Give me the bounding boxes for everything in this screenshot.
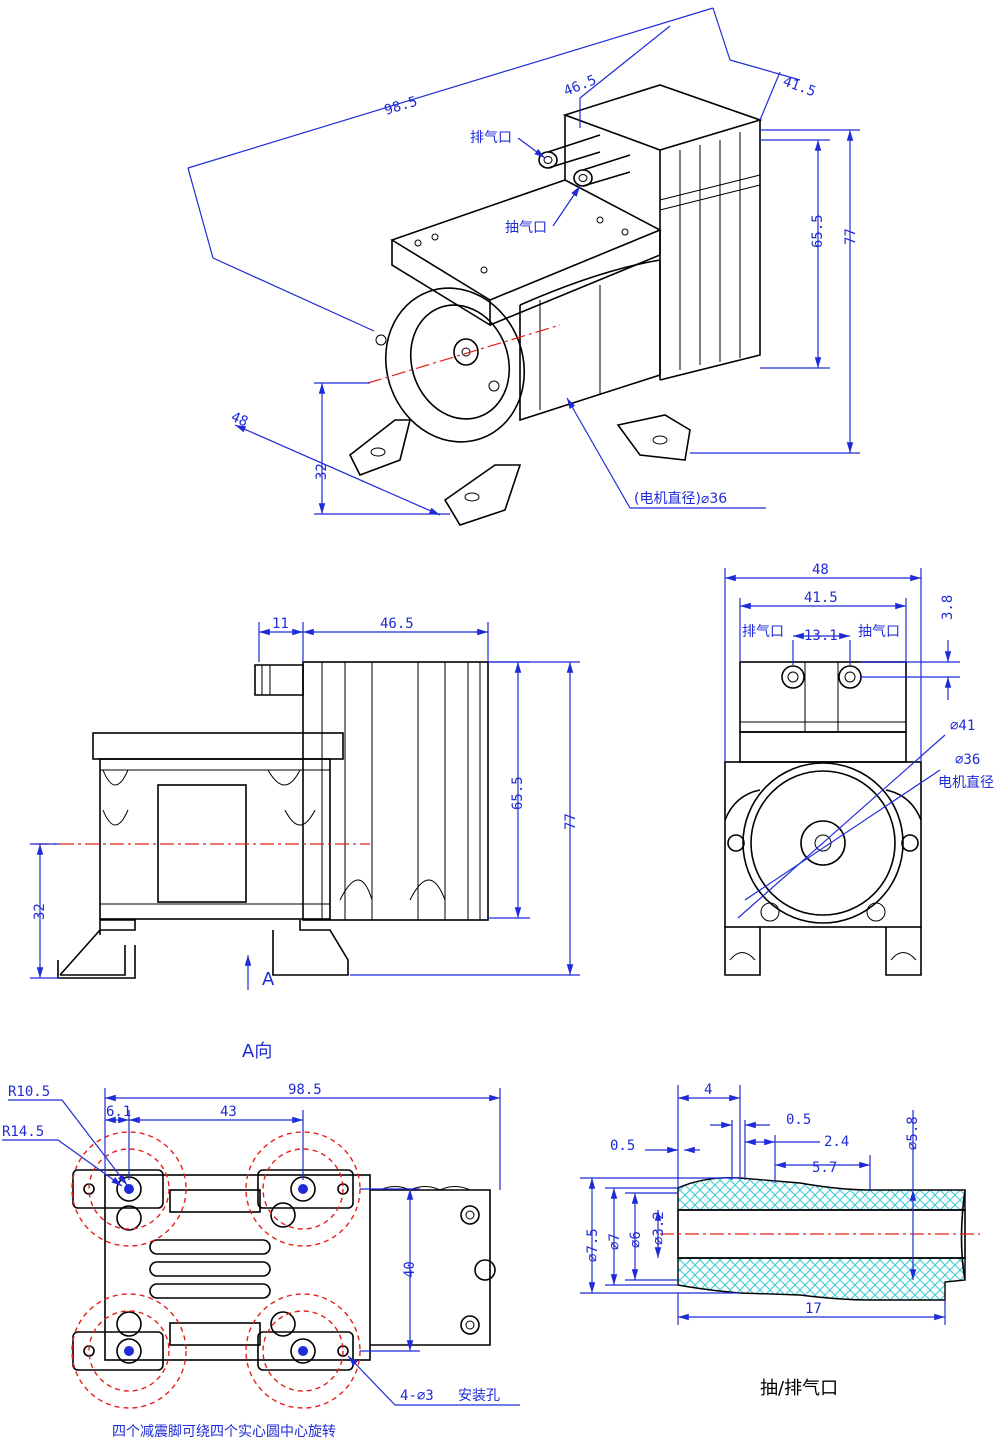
side-view-caption: A向 — [242, 1041, 272, 1062]
bottom-hole-callout-suffix: 安装孔 — [458, 1388, 500, 1404]
bottom-view — [71, 1131, 496, 1409]
end-dim-port-spacing: 13.1 — [804, 628, 838, 644]
port-dim-4: 4 — [704, 1082, 712, 1098]
bottom-dim-total: 98.5 — [288, 1082, 322, 1098]
foot-top-left — [71, 1131, 187, 1247]
end-motor-label: 电机直径 — [938, 774, 994, 791]
iso-dim-width-base: 48 — [228, 409, 250, 430]
iso-dim-width-top: 41.5 — [781, 74, 818, 101]
iso-dim-length: 98.5 — [382, 94, 419, 119]
bottom-dimensions: 98.5 6.1 43 40 R10.5 R14.5 4-⌀3 安装孔 四个减震… — [2, 1082, 520, 1440]
port-dim-6: ⌀6 — [628, 1231, 644, 1248]
port-detail-view — [660, 1177, 980, 1301]
isometric-view — [348, 84, 763, 526]
iso-motor-label: (电机直径)⌀36 — [634, 490, 727, 507]
port-detail-dimensions: 4 0.5 0.5 2.4 5.7 ⌀5.8 ⌀7.5 ⌀7 ⌀6 ⌀3.2 — [580, 1082, 946, 1399]
iso-intake-port — [573, 154, 631, 187]
bottom-hole-callout: 4-⌀3 — [400, 1388, 434, 1404]
side-dim-height-pump: 65.5 — [510, 776, 526, 810]
port-detail-caption: 抽/排气口 — [760, 1378, 838, 1399]
port-dim-75: ⌀7.5 — [585, 1228, 601, 1262]
bottom-dim-pitch: 43 — [220, 1104, 237, 1120]
bottom-rotation-note: 四个减震脚可绕四个实心圆中心旋转 — [112, 1424, 336, 1440]
bottom-dim-r-inner: R10.5 — [8, 1084, 50, 1100]
side-dim-axis-height: 32 — [32, 903, 48, 920]
iso-exhaust-label: 排气口 — [470, 130, 512, 146]
end-dim-flange-dia: ⌀41 — [950, 718, 975, 734]
bottom-dim-rows: 40 — [402, 1261, 418, 1278]
bottom-dim-r-outer: R14.5 — [2, 1124, 44, 1140]
port-dim-58: ⌀5.8 — [905, 1116, 921, 1150]
iso-dim-depth-top: 46.5 — [562, 72, 599, 99]
port-dim-17: 17 — [805, 1301, 822, 1317]
iso-intake-label: 抽气口 — [505, 220, 547, 236]
end-dim-port-offset: 3.8 — [940, 595, 956, 620]
port-dim-24: 2.4 — [824, 1134, 849, 1150]
iso-dim-height-total: 77 — [843, 228, 859, 245]
side-dim-offset: 11 — [272, 616, 289, 632]
iso-dim-axis-height: 32 — [314, 463, 330, 480]
end-dim-motor-dia: ⌀36 — [955, 752, 980, 768]
end-exhaust-label: 排气口 — [742, 624, 784, 640]
end-dim-width-base: 48 — [812, 562, 829, 578]
side-view: A — [35, 661, 489, 990]
port-dim-05b: 0.5 — [786, 1112, 811, 1128]
iso-exhaust-port — [538, 134, 601, 169]
end-dimensions: 48 41.5 13.1 排气口 抽气口 3.8 ⌀41 ⌀36 电机直径 — [724, 562, 994, 919]
end-intake-label: 抽气口 — [858, 624, 900, 640]
side-dim-head: 46.5 — [380, 616, 414, 632]
foot-bottom-left — [71, 1293, 187, 1409]
port-dim-7: ⌀7 — [607, 1233, 623, 1250]
side-view-arrow-label: A — [262, 969, 275, 990]
bottom-dim-edge: 6.1 — [106, 1104, 131, 1120]
end-dim-width-head: 41.5 — [804, 590, 838, 606]
port-dim-57: 5.7 — [812, 1160, 837, 1176]
iso-dim-height-pump: 65.5 — [810, 214, 826, 248]
side-dim-height-total: 77 — [563, 813, 579, 830]
port-dim-05a: 0.5 — [610, 1138, 635, 1154]
end-view — [724, 661, 922, 976]
foot-bottom-right — [245, 1293, 361, 1409]
port-dim-32: ⌀3.2 — [651, 1211, 667, 1245]
side-dimensions: 11 46.5 65.5 77 32 A向 — [30, 616, 580, 1062]
